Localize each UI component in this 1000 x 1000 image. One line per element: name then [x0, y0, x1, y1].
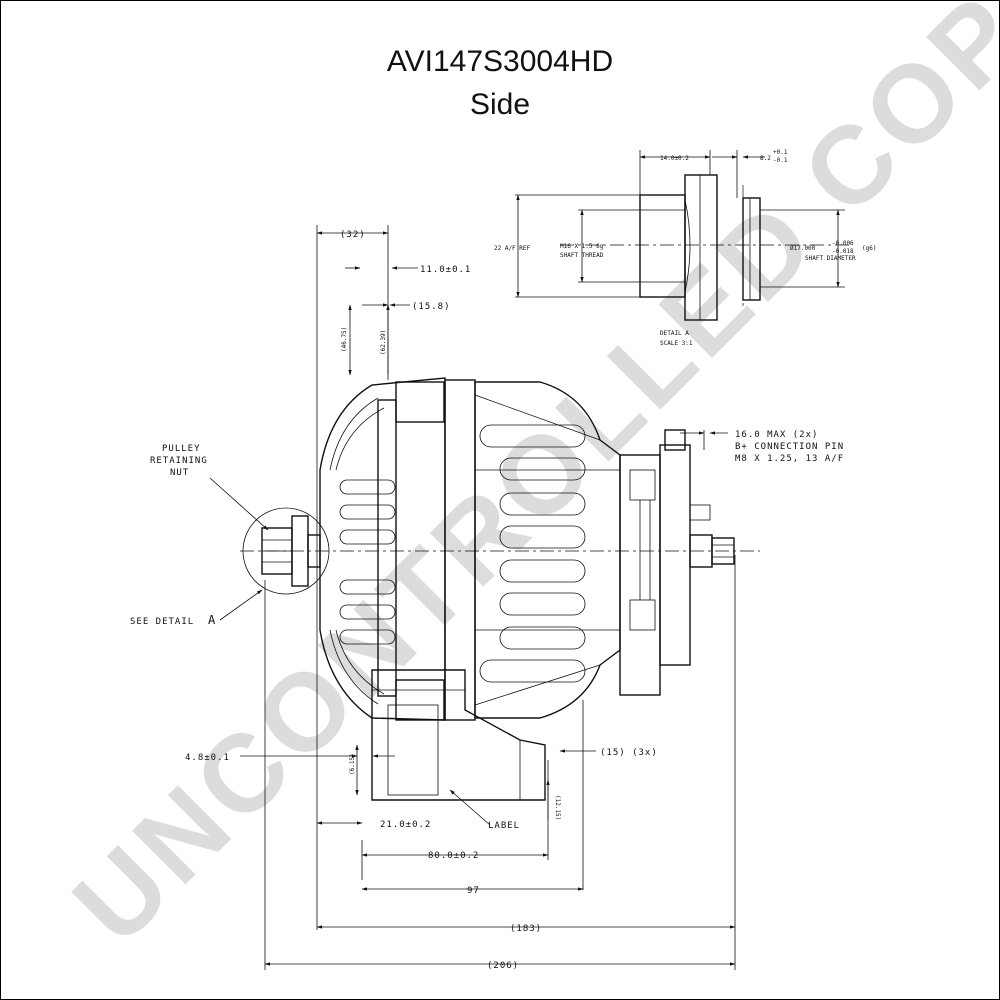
- dim-183: (183): [510, 924, 542, 934]
- callout-see-detail: SEE DETAIL: [130, 617, 194, 627]
- dim-97: 97: [467, 886, 480, 896]
- callout-label: LABEL: [488, 821, 520, 831]
- dim-16: 16.0 MAX (2x): [735, 430, 818, 440]
- alternator-side-view: [240, 377, 760, 801]
- detail-thread-1: M16 X 1.5 6g: [560, 243, 604, 250]
- dim-62-39: (62.39): [380, 330, 387, 355]
- detail-dim-8-2-tol-top: +0.1: [773, 149, 788, 156]
- detail-shaft-2: SHAFT DIAMETER: [805, 255, 856, 262]
- callout-pulley-1: PULLEY: [162, 444, 201, 454]
- detail-thread-2: SHAFT THREAD: [560, 252, 604, 259]
- detail-shaft-tol-top: -0.006: [832, 240, 854, 247]
- dim-80: 80.0±0.2: [428, 851, 479, 861]
- detail-caption-2: SCALE 3:1: [660, 340, 693, 347]
- detail-caption-1: DETAIL A: [660, 330, 689, 337]
- dim-12-15: (12.15): [554, 795, 561, 820]
- dim-11: 11.0±0.1: [420, 265, 471, 275]
- detail-dim-8-2: 8.2: [760, 155, 771, 162]
- detail-a-labels: 14.0±0.2 8.2 +0.1 -0.1 22 A/F REF M16 X …: [494, 149, 876, 347]
- dim-16-thread: M8 X 1.25, 13 A/F: [735, 454, 844, 464]
- callout-detail-letter: A: [208, 613, 216, 627]
- detail-shaft-fit: (g6): [862, 245, 876, 252]
- front-housing: [319, 377, 446, 721]
- detail-shaft-tol-bot: -0.018: [832, 248, 854, 255]
- pulley-retaining-nut: [261, 515, 321, 587]
- dim-15-8: (15.8): [412, 302, 451, 312]
- detail-dim-8-2-tol-bot: -0.1: [773, 157, 788, 164]
- detail-dim-14: 14.0±0.2: [660, 155, 689, 162]
- dim-4-8: 4.8±0.1: [185, 753, 230, 763]
- mounting-foot: [371, 669, 546, 801]
- callout-pulley-2: RETAINING: [150, 456, 208, 466]
- dim-16-pin: B+ CONNECTION PIN: [735, 442, 844, 452]
- dim-15-3x: (15) (3x): [600, 748, 658, 758]
- dim-32: (32): [340, 230, 366, 240]
- detail-a-circle: [242, 507, 330, 595]
- detail-a-view: [515, 150, 850, 321]
- view-label: Side: [469, 88, 531, 121]
- dimension-lines: [209, 225, 736, 970]
- watermark: UNCONTROLLED COPY: [50, 0, 1000, 967]
- dim-46-75: (46.75): [341, 327, 348, 352]
- drawing-title: AVI147S3004HD: [386, 45, 614, 78]
- callout-pulley-3: NUT: [170, 468, 189, 478]
- dimension-labels: (32) 11.0±0.1 (15.8) (46.75) (62.39) 16.…: [130, 230, 844, 971]
- detail-shaft-1: Ø17.000: [790, 245, 816, 252]
- dim-21: 21.0±0.2: [380, 820, 431, 830]
- dim-6-15: (6.15): [349, 753, 356, 775]
- regulator-cover: [619, 429, 735, 696]
- detail-af: 22 A/F REF: [494, 245, 531, 252]
- dim-206: (206): [487, 961, 519, 971]
